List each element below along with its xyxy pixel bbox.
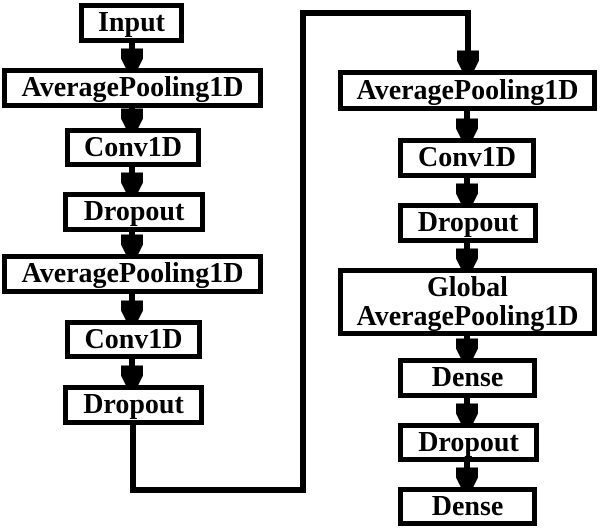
node-averagepooling1d-1: AveragePooling1D: [2, 68, 263, 108]
node-dropout-2: Dropout: [63, 385, 204, 425]
node-dropout-4: Dropout: [398, 423, 539, 462]
node-conv1d-1: Conv1D: [65, 128, 201, 167]
node-conv1d-3: Conv1D: [398, 138, 536, 178]
node-averagepooling1d-3: AveragePooling1D: [338, 70, 597, 111]
node-dense-1: Dense: [398, 358, 537, 398]
branch-connector: [130, 10, 468, 493]
node-conv1d-2: Conv1D: [65, 320, 202, 359]
node-global-averagepooling1d: Global AveragePooling1D: [338, 268, 597, 336]
node-input: Input: [79, 3, 184, 43]
node-dropout-3: Dropout: [398, 203, 538, 243]
node-dense-2: Dense: [398, 487, 537, 526]
node-averagepooling1d-2: AveragePooling1D: [2, 254, 263, 294]
node-dropout-1: Dropout: [63, 192, 205, 232]
